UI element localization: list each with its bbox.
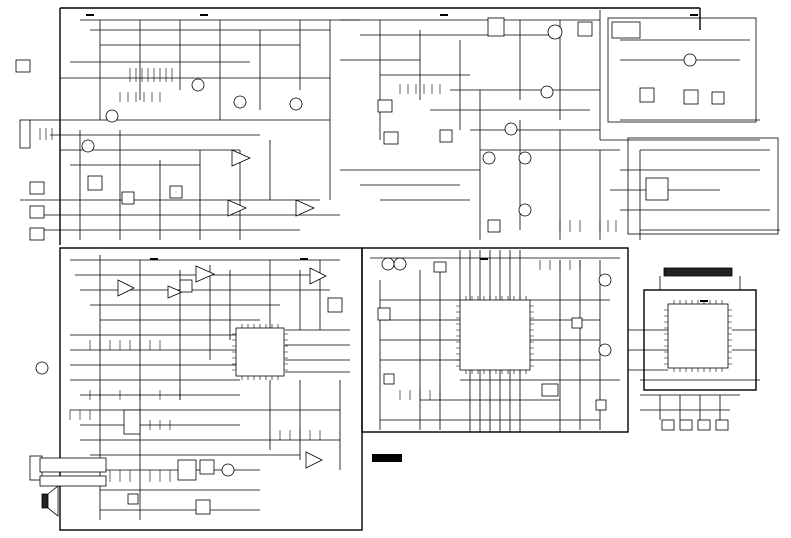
audio-amp-section bbox=[29, 247, 363, 531]
mcu-section bbox=[361, 247, 629, 462]
rf-tuner-section bbox=[15, 7, 780, 245]
lcd-driver-section bbox=[628, 267, 760, 431]
component-designators bbox=[86, 14, 708, 302]
corner-marking bbox=[372, 454, 402, 462]
